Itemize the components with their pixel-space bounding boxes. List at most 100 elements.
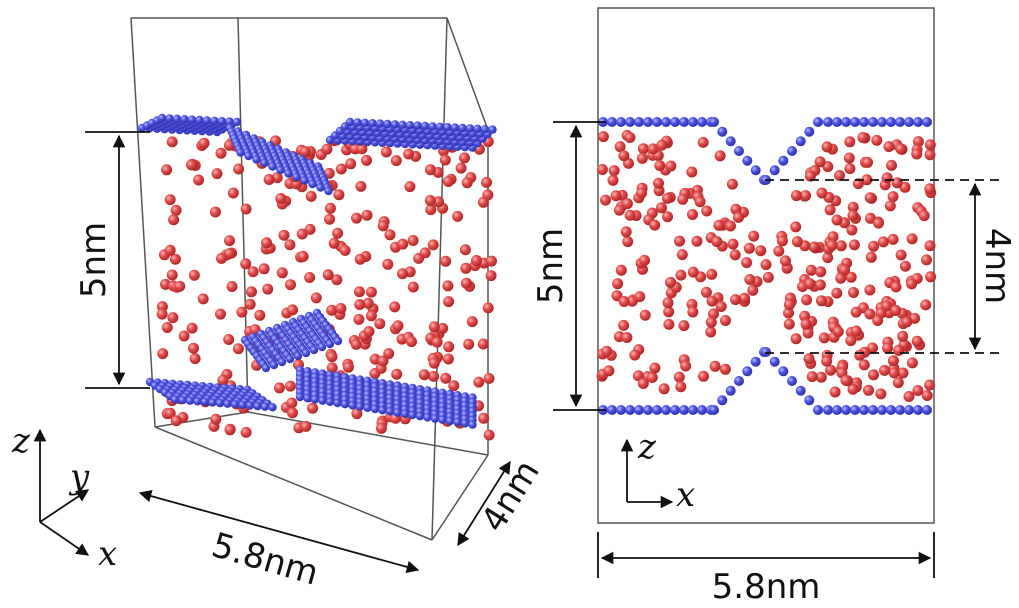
red-atom (834, 170, 845, 181)
blue-atom (187, 115, 197, 124)
blue-atom (236, 148, 245, 157)
red-atom (622, 236, 634, 248)
red-atom (653, 177, 664, 189)
blue-atom (868, 405, 878, 415)
red-atom (890, 304, 902, 316)
red-atom (276, 267, 288, 279)
blue-atom (423, 413, 432, 422)
blue-atom (345, 117, 355, 127)
red-atom (621, 198, 633, 210)
red-atom (920, 299, 932, 311)
red-atom (899, 260, 911, 272)
blue-atom (643, 405, 653, 415)
blue-atom (480, 125, 490, 134)
red-atom (261, 237, 272, 249)
blue-atom (734, 376, 744, 386)
red-atom (903, 391, 915, 402)
blue-atom (430, 414, 440, 423)
red-atom (850, 325, 862, 337)
red-atom (390, 155, 402, 167)
red-atom (351, 408, 363, 420)
red-atom (345, 158, 357, 170)
red-atom (460, 277, 472, 289)
red-atom (901, 316, 913, 328)
red-atom (384, 229, 396, 241)
red-atom (354, 299, 366, 310)
red-atom (887, 355, 899, 367)
red-atom (924, 379, 936, 391)
red-atom (884, 200, 896, 212)
blue-atom (725, 385, 736, 396)
blue-atom (157, 113, 167, 123)
red-atom (827, 231, 839, 243)
red-atom (443, 341, 455, 353)
red-atom (892, 377, 904, 389)
red-atom (285, 279, 296, 291)
red-atom (361, 154, 372, 166)
red-atom (286, 397, 298, 409)
blue-atom (850, 117, 860, 127)
blue-atom (225, 117, 234, 126)
red-atom (603, 365, 615, 377)
red-atom (477, 196, 489, 208)
red-atom (466, 316, 478, 328)
blue-atom (195, 115, 204, 125)
red-atom (847, 209, 859, 221)
coordinate-axes-3d (33, 428, 90, 556)
red-atom (365, 310, 377, 322)
blue-atom (363, 403, 372, 412)
blue-atom (795, 385, 806, 396)
blue-atom (458, 123, 467, 133)
red-atom (437, 322, 449, 334)
red-atom (232, 343, 244, 355)
red-atom (433, 196, 444, 208)
red-atom (428, 357, 440, 369)
blue-atom (709, 405, 719, 415)
blue-atom (652, 117, 662, 127)
red-atom (780, 255, 791, 267)
red-atom (924, 240, 936, 252)
blue-atom (832, 405, 842, 415)
red-atom (448, 380, 460, 392)
red-atom (407, 235, 419, 246)
red-atom (431, 336, 443, 348)
red-atom (278, 229, 290, 241)
width-dimension-arrow (138, 489, 420, 574)
red-atom (906, 278, 918, 290)
axis-x-label: x (98, 534, 117, 574)
blue-atom (761, 347, 771, 357)
red-atom (254, 309, 266, 321)
red-atom (188, 269, 200, 281)
blue-atom (353, 118, 362, 127)
red-atom (217, 374, 229, 386)
red-atom (425, 204, 437, 216)
red-atom (727, 238, 739, 250)
blue-atom (468, 420, 477, 429)
red-atom (634, 291, 646, 303)
red-atom (925, 271, 937, 283)
red-atom (324, 202, 336, 214)
red-atom (649, 219, 661, 231)
red-atom (879, 364, 890, 376)
red-atom (673, 371, 685, 383)
red-atom (656, 202, 667, 214)
red-atom (167, 312, 179, 324)
red-atom (748, 230, 760, 242)
blue-atom (725, 136, 736, 147)
red-atom (331, 274, 343, 286)
red-atom (832, 326, 844, 338)
blue-atom (778, 155, 789, 166)
red-atom (353, 286, 365, 298)
red-atom (893, 344, 905, 356)
red-atom (726, 178, 738, 190)
red-atom (612, 278, 624, 290)
red-atom (918, 210, 930, 222)
blue-atom (415, 412, 425, 421)
blue-atom (301, 348, 311, 358)
red-atom (741, 257, 753, 269)
red-atom (888, 367, 900, 379)
red-atom (193, 174, 205, 186)
blue-atom (185, 396, 195, 405)
red-atom (428, 321, 440, 333)
red-atom (610, 190, 622, 202)
